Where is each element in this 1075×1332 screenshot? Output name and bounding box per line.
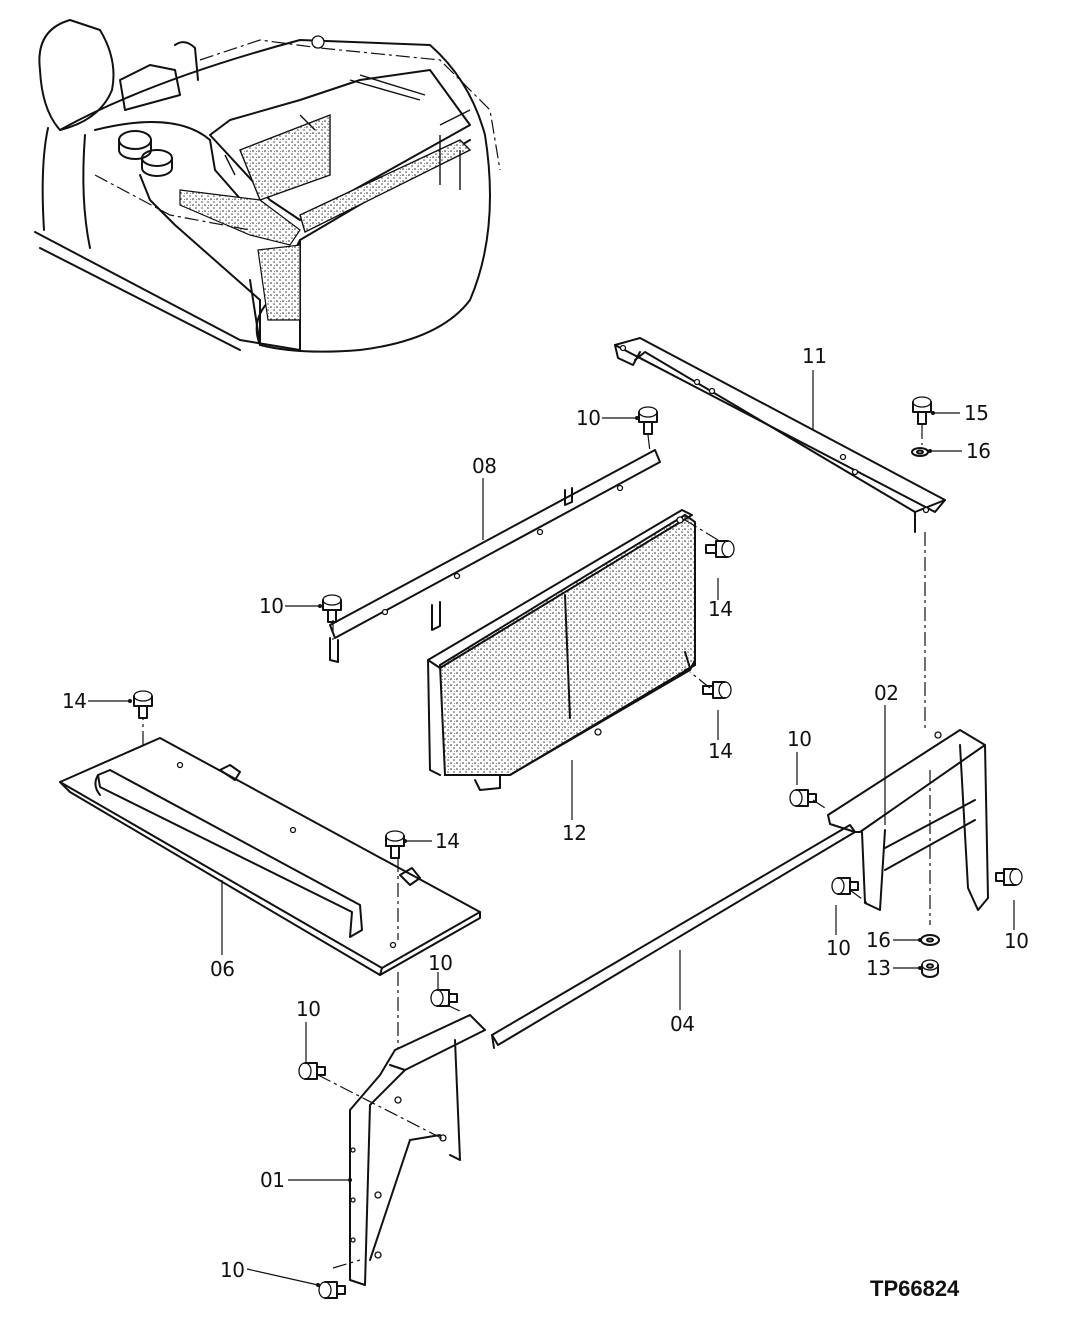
bolt-10-right-bracket-mid	[831, 877, 859, 895]
callout-02: 02	[874, 681, 898, 705]
callout-14-bracket-left: 14	[62, 689, 86, 713]
drawing-code: TP66824	[870, 1276, 960, 1301]
callout-10-left-top: 10	[428, 951, 452, 975]
part-12-screen-panel	[427, 509, 696, 791]
bolt-10-left-bar	[322, 594, 342, 623]
callout-14-panel-bottom: 14	[708, 739, 732, 763]
assembly-alignment-lines	[317, 425, 931, 1269]
callout-10-right-top: 10	[787, 727, 811, 751]
callout-10-left-bottom: 10	[220, 1258, 244, 1282]
callout-10-right-side: 10	[1004, 929, 1028, 953]
callout-06: 06	[210, 957, 234, 981]
callout-04: 04	[670, 1012, 694, 1036]
callout-10-top: 10	[576, 406, 600, 430]
callout-16-bottom: 16	[866, 928, 890, 952]
part-04-long-rod	[491, 824, 856, 1049]
bolt-10-right-bracket-top	[789, 789, 817, 807]
nut-13	[921, 959, 939, 978]
bolt-14-bracket-right	[385, 830, 405, 859]
part-01-left-bracket	[349, 1014, 486, 1286]
part-06-lower-bracket	[59, 718, 481, 1048]
callout-08: 08	[472, 454, 496, 478]
callout-14-bracket-right: 14	[435, 829, 459, 853]
bolt-10-left-bracket-top	[430, 989, 458, 1007]
bolt-10-right-bracket-side	[995, 868, 1023, 886]
part-11-upper-frame	[614, 337, 946, 728]
fastener-bolts	[133, 396, 1023, 1299]
bolt-14-panel-bottom	[702, 681, 732, 699]
callout-11: 11	[802, 344, 826, 368]
callout-16-top: 16	[966, 439, 990, 463]
callout-13: 13	[866, 956, 890, 980]
washer-16-bottom	[920, 934, 940, 946]
callout-10-right-mid: 10	[826, 936, 850, 960]
washer-16-top	[911, 447, 929, 457]
callout-10-left-bar: 10	[259, 594, 283, 618]
leader-lines	[88, 370, 1015, 1287]
callout-12: 12	[562, 821, 586, 845]
machine-overview	[34, 19, 501, 353]
callout-14-panel-top: 14	[708, 597, 732, 621]
callout-01: 01	[260, 1168, 284, 1192]
bolt-15	[912, 396, 932, 425]
callout-15: 15	[964, 401, 988, 425]
callout-labels: 11 15 16 10 08 14 10 14 14 12 14 02 10 0…	[62, 344, 1029, 1282]
bolt-10-left-bracket-mid	[298, 1062, 326, 1080]
bolt-10-left-bracket-bottom	[318, 1281, 346, 1299]
callout-10-left-mid: 10	[296, 997, 320, 1021]
bolt-10-top	[638, 406, 658, 435]
bolt-14-panel-top	[705, 540, 735, 558]
bolt-14-bracket-left	[133, 690, 153, 719]
